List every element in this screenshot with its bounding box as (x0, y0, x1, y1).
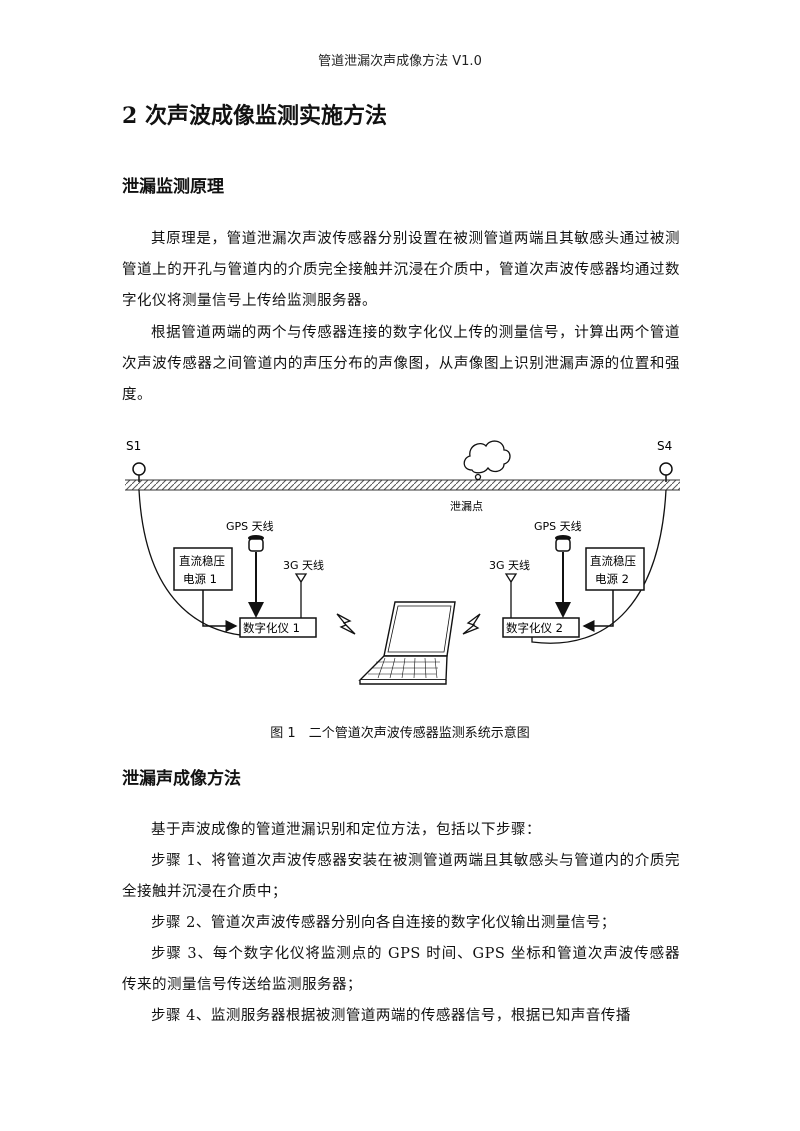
digitizer-1 (239, 617, 317, 638)
wireless-signal-right-icon (462, 613, 481, 635)
psu-2 (585, 547, 645, 591)
page-header: 管道泄漏次声成像方法 V1.0 (318, 54, 482, 69)
method-intro: 基于声波成像的管道泄漏识别和定位方法，包括以下步骤： (151, 822, 541, 838)
leak-cloud-icon (463, 440, 511, 481)
3g-antenna-right-icon (504, 573, 518, 618)
principle-paragraph-2: 根据管道两端的两个与传感器连接的数字化仪上传的测量信号，计算出两个管道次声波传感… (122, 325, 680, 403)
sensor-s4 (659, 462, 673, 476)
gps-antenna-left-icon (248, 535, 264, 552)
section-title: 2 次声波成像监测实施方法 (122, 103, 387, 129)
sensor-s4-label: S4 (657, 439, 672, 453)
psu-1-line1: 直流稳压 (179, 554, 225, 568)
sensor-s1 (132, 462, 146, 476)
3g-antenna-left-icon (294, 573, 308, 618)
figure-caption: 图 1 二个管道次声波传感器监测系统示意图 (270, 726, 530, 741)
3g-antenna-left-label: 3G 天线 (283, 558, 324, 572)
gps-antenna-left-label: GPS 天线 (226, 519, 274, 533)
wireless-signal-left-icon (336, 613, 356, 635)
sensor-s1-label: S1 (126, 439, 141, 453)
principle-paragraph-1: 其原理是，管道泄漏次声波传感器分别设置在被测管道两端且其敏感头通过被测管道上的开… (122, 231, 680, 309)
psu-2-line1: 直流稳压 (590, 554, 636, 568)
monitoring-system-diagram: S1 S4 泄漏点 GPS 天线 3G 天线 直流稳压 电源 1 数字化仪 1 (125, 439, 680, 685)
principle-heading: 泄漏监测原理 (122, 177, 224, 197)
method-step-2: 步骤 2、管道次声波传感器分别向各自连接的数字化仪输出测量信号； (151, 915, 616, 931)
method-step-3: 步骤 3、每个数字化仪将监测点的 GPS 时间、GPS 坐标和管道次声波传感器传… (122, 946, 680, 993)
gps-antenna-right-label: GPS 天线 (534, 519, 582, 533)
digitizer-2 (502, 617, 580, 638)
gps-antenna-right-icon (555, 535, 571, 552)
digitizer-2-label: 数字化仪 2 (506, 621, 563, 635)
method-heading: 泄漏声成像方法 (122, 769, 241, 789)
method-step-1: 步骤 1、将管道次声波传感器安装在被测管道两端且其敏感头与管道内的介质完全接触并… (122, 853, 680, 900)
psu-2-line2: 电源 2 (595, 572, 629, 586)
psu-1-line2: 电源 1 (183, 572, 217, 586)
leak-point-label: 泄漏点 (450, 500, 483, 513)
psu-1 (173, 547, 233, 591)
ground-surface (125, 480, 680, 490)
method-step-4: 步骤 4、监测服务器根据被测管道两端的传感器信号，根据已知声音传播 (151, 1008, 631, 1024)
laptop-icon (358, 601, 456, 685)
3g-antenna-right-label: 3G 天线 (489, 558, 530, 572)
digitizer-1-label: 数字化仪 1 (243, 621, 300, 635)
